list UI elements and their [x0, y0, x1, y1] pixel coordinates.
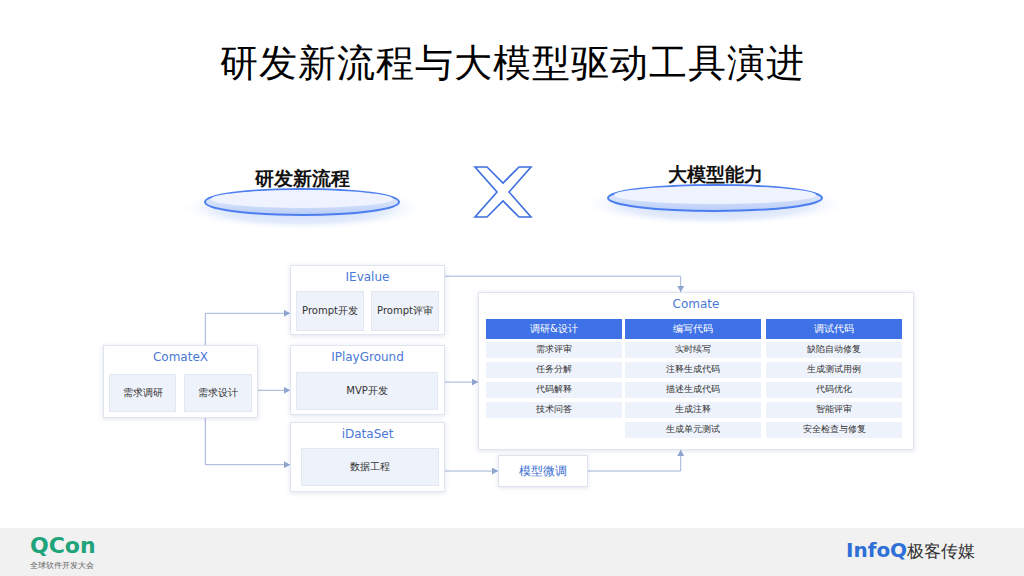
- node-label: Prompt评审: [377, 304, 433, 318]
- disc-shape: [177, 150, 427, 235]
- flow-arrow: [258, 390, 290, 391]
- feature-item: 缺陷自动修复: [766, 342, 902, 358]
- process-box: 模型微调: [498, 455, 588, 487]
- node-label: 生成单元测试: [666, 424, 720, 436]
- node-label: 需求评审: [536, 344, 572, 356]
- platform-disc: 大模型能力: [580, 146, 850, 231]
- feature-item: 智能评审: [766, 402, 902, 418]
- feature-box: 数据工程: [301, 448, 439, 486]
- column-header: 调试代码: [766, 319, 902, 339]
- tool-panel: IEvaluePrompt开发 Prompt评审: [290, 265, 445, 335]
- flow-arrow: [205, 313, 290, 345]
- node-label: 代码优化: [816, 384, 852, 396]
- feature-item: 需求评审: [486, 342, 622, 358]
- tool-panel: iDataSet 数据工程: [290, 422, 445, 492]
- node-label: 调研&设计: [530, 322, 578, 336]
- feature-box: 需求调研: [109, 374, 176, 412]
- brand-subtitle: 全球软件开发大会: [30, 560, 94, 571]
- feature-box: Prompt评审: [371, 291, 439, 331]
- feature-item: 实时续写: [625, 342, 761, 358]
- node-label: 需求调研: [123, 386, 163, 400]
- node-label: 缺陷自动修复: [807, 344, 861, 356]
- feature-item: 生成单元测试: [625, 422, 761, 438]
- node-label: 任务分解: [536, 364, 572, 376]
- node-label: 生成注释: [675, 404, 711, 416]
- feature-item: 生成注释: [625, 402, 761, 418]
- flow-arrow: [445, 276, 681, 292]
- feature-item: 代码解释: [486, 382, 622, 398]
- feature-item: 技术问答: [486, 402, 622, 418]
- disc-shape: [580, 146, 850, 231]
- flow-arrow: [445, 382, 478, 383]
- node-label: 生成测试用例: [807, 364, 861, 376]
- panel-title: IPlayGround: [291, 349, 444, 365]
- platform-disc: 研发新流程: [177, 150, 427, 235]
- flow-arrow: [588, 450, 681, 471]
- node-label: 注释生成代码: [666, 364, 720, 376]
- diagram-title: 研发新流程与大模型驱动工具演进: [0, 38, 1024, 89]
- node-label: Prompt开发: [302, 304, 358, 318]
- node-label: 描述生成代码: [666, 384, 720, 396]
- disc-label: 研发新流程: [177, 166, 427, 192]
- node-label: 需求设计: [198, 386, 238, 400]
- flow-arrow: [445, 471, 498, 472]
- node-label: 技术问答: [536, 404, 572, 416]
- node-label: 代码解释: [536, 384, 572, 396]
- node-label: 智能评审: [816, 404, 852, 416]
- node-label: MVP开发: [346, 384, 388, 398]
- panel-title: IEvalue: [291, 269, 444, 285]
- panel-title: iDataSet: [291, 426, 444, 442]
- tool-panel: Comate 调研&设计需求评审任务分解代码解释技术问答 编写代码实时续写注释生成代…: [478, 292, 914, 450]
- node-label: 数据工程: [350, 460, 390, 474]
- feature-item: 代码优化: [766, 382, 902, 398]
- brand-name: 极客传媒: [907, 540, 975, 563]
- panel-title: Comate: [479, 296, 913, 312]
- brand-logo: InfoQ: [846, 538, 907, 562]
- feature-box: Prompt开发: [296, 291, 364, 331]
- flow-arrow: [205, 418, 290, 465]
- feature-item: 描述生成代码: [625, 382, 761, 398]
- feature-box: MVP开发: [296, 372, 438, 410]
- cross-symbol: [475, 167, 531, 217]
- feature-item: 注释生成代码: [625, 362, 761, 378]
- column-header: 编写代码: [625, 319, 761, 339]
- node-label: 模型微调: [519, 463, 567, 480]
- tool-panel: IPlayGroundMVP开发: [290, 345, 445, 415]
- feature-item: 安全检查与修复: [766, 422, 902, 438]
- node-label: 调试代码: [814, 322, 854, 336]
- column-header: 调研&设计: [486, 319, 622, 339]
- node-label: 安全检查与修复: [803, 424, 866, 436]
- feature-item: 任务分解: [486, 362, 622, 378]
- feature-box: 需求设计: [184, 374, 252, 412]
- tool-panel: ComateX 需求调研 需求设计: [103, 345, 258, 418]
- brand-logo: QCon: [30, 533, 96, 558]
- panel-title: ComateX: [104, 349, 257, 365]
- node-label: 编写代码: [673, 322, 713, 336]
- feature-item: 生成测试用例: [766, 362, 902, 378]
- node-label: 实时续写: [675, 344, 711, 356]
- disc-label: 大模型能力: [580, 162, 850, 188]
